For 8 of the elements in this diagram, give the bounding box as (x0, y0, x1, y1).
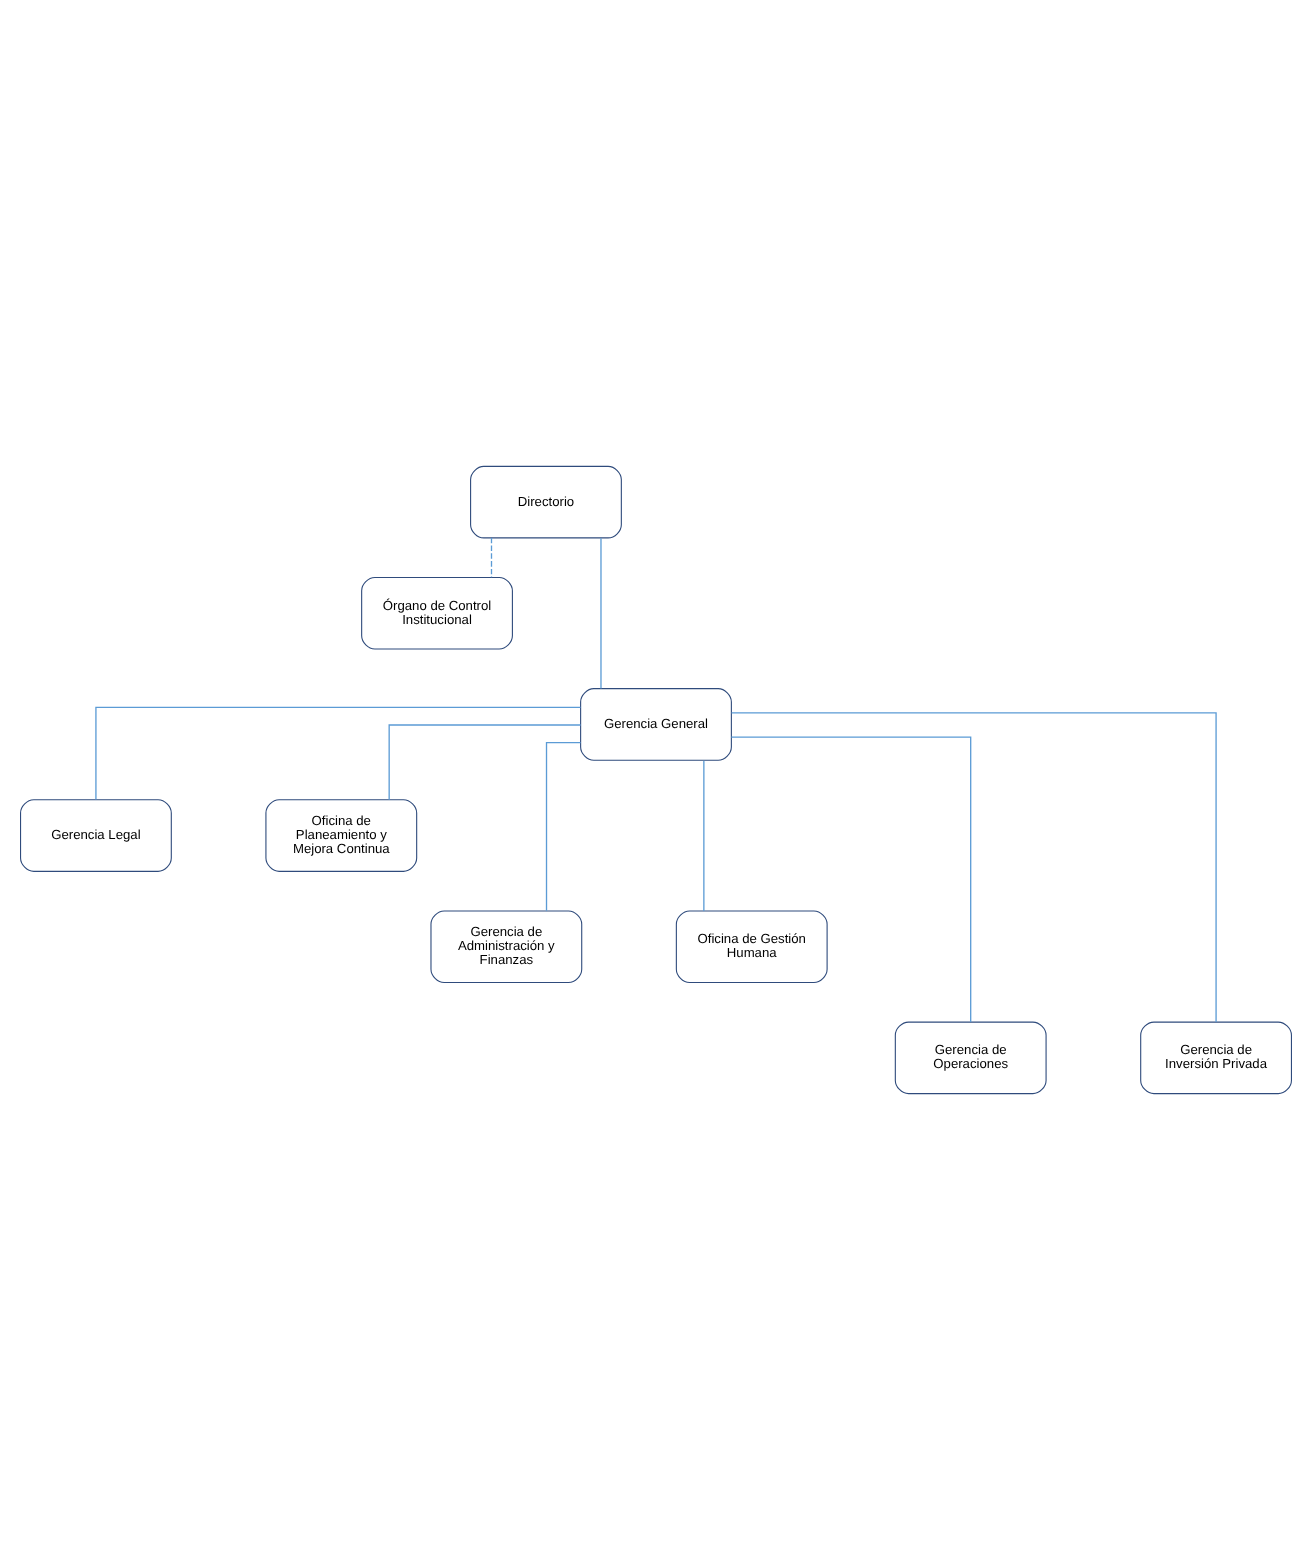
connector (490, 537, 493, 578)
connector (600, 537, 602, 690)
connector (95, 706, 582, 801)
connector (730, 712, 1217, 1023)
connector (730, 736, 972, 1023)
connector (545, 741, 582, 912)
connector (388, 724, 582, 801)
connector (703, 759, 705, 912)
